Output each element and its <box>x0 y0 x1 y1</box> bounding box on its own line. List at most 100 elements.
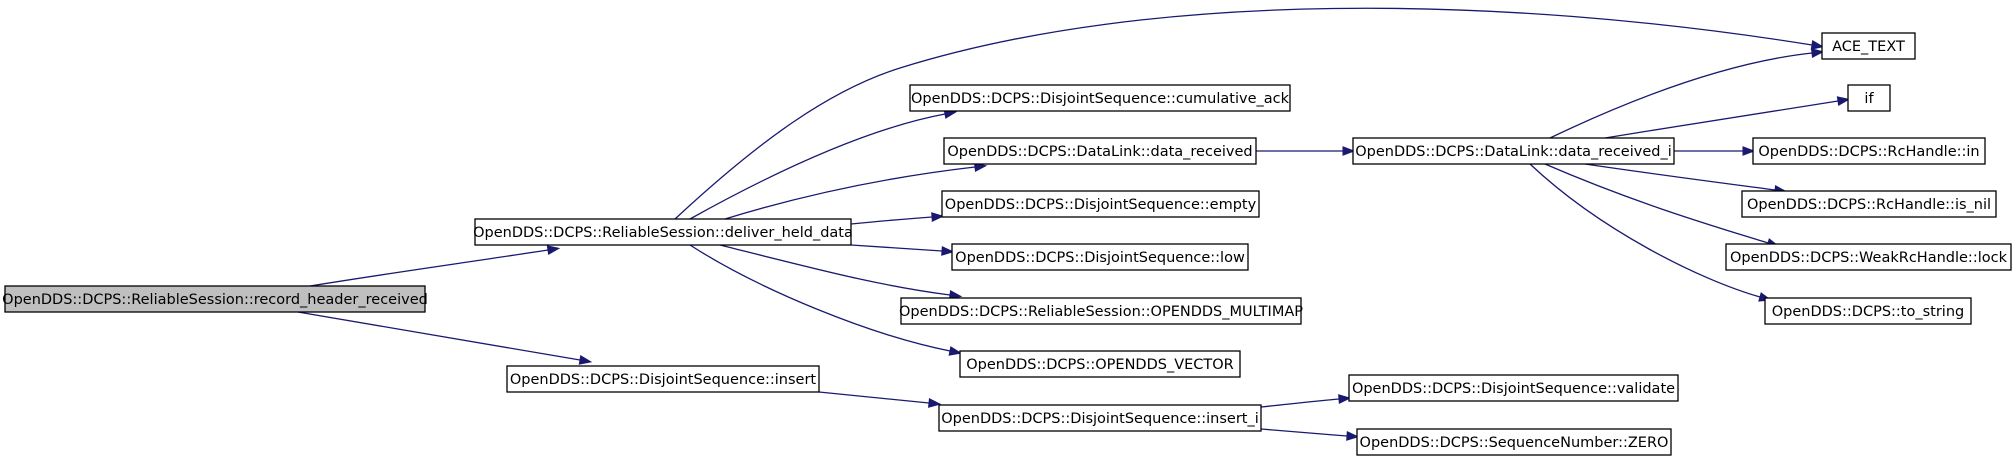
edge-line <box>724 166 976 220</box>
arrowhead-icon <box>1810 48 1825 58</box>
arrowhead-icon <box>1742 146 1756 156</box>
edge-line <box>1584 163 1776 191</box>
edges-layer <box>297 7 1851 441</box>
graph-node[interactable]: OpenDDS::DCPS::DisjointSequence::validat… <box>1348 374 1679 402</box>
edge-line <box>850 216 933 225</box>
node-box <box>1847 84 1891 112</box>
graph-node[interactable]: OpenDDS::DCPS::DisjointSequence::insert <box>506 365 820 393</box>
edge-line <box>719 244 951 296</box>
node-label: OpenDDS::DCPS::to_string <box>1772 304 1964 320</box>
graph-node[interactable]: if <box>1847 84 1891 112</box>
node-label: OpenDDS::DCPS::OPENDDS_VECTOR <box>966 357 1234 373</box>
node-label: OpenDDS::DCPS::DisjointSequence::cumulat… <box>911 91 1290 107</box>
arrowhead-icon <box>931 212 945 222</box>
edge-line <box>818 391 930 404</box>
node-box <box>1356 428 1672 456</box>
graph-node[interactable]: OpenDDS::DCPS::DisjointSequence::low <box>951 243 1249 271</box>
node-label: OpenDDS::DCPS::DisjointSequence::low <box>955 250 1245 266</box>
node-label: OpenDDS::DCPS::DisjointSequence::insert_… <box>941 411 1259 427</box>
nodes-layer: OpenDDS::DCPS::ReliableSession::record_h… <box>2 32 2012 456</box>
graph-node[interactable]: OpenDDS::DCPS::ReliableSession::OPENDDS_… <box>899 297 1303 325</box>
edge-deliver-to-low <box>850 244 955 256</box>
node-box <box>4 285 426 313</box>
edge-line <box>1544 163 1769 244</box>
edge-line <box>689 113 946 220</box>
edge-deliver-to-cumack <box>689 109 958 220</box>
root-node: OpenDDS::DCPS::ReliableSession::record_h… <box>2 285 428 313</box>
graph-node[interactable]: OpenDDS::DCPS::RcHandle::in <box>1752 137 1986 165</box>
arrowhead-icon <box>1346 431 1360 441</box>
node-label: OpenDDS::DCPS::DisjointSequence::empty <box>945 197 1257 213</box>
arrowhead-icon <box>1338 394 1352 404</box>
node-box <box>1764 297 1972 325</box>
edge-datarec_i-to-ace <box>1549 48 1825 139</box>
arrowhead-icon <box>1810 40 1825 50</box>
arrowhead-icon <box>1342 146 1356 156</box>
edge-insert_i-to-validate <box>1260 394 1352 408</box>
graph-node[interactable]: OpenDDS::DCPS::OPENDDS_VECTOR <box>959 350 1241 378</box>
graph-node[interactable]: OpenDDS::DCPS::DataLink::data_received_i <box>1352 137 1675 165</box>
edge-line <box>674 7 1813 220</box>
node-label: OpenDDS::DCPS::RcHandle::in <box>1758 144 1979 160</box>
node-box <box>900 297 1302 325</box>
arrowhead-icon <box>927 398 942 408</box>
node-label: if <box>1864 91 1874 107</box>
node-box <box>506 365 820 393</box>
node-box <box>909 84 1291 112</box>
edge-datarec-to-datarec_i <box>1256 146 1356 156</box>
graph-node[interactable]: OpenDDS::DCPS::DisjointSequence::empty <box>941 190 1260 218</box>
edge-line <box>689 244 951 352</box>
graph-node[interactable]: OpenDDS::DCPS::DisjointSequence::cumulat… <box>909 84 1291 112</box>
edge-deliver-to-empty <box>850 212 945 225</box>
node-box <box>951 243 1249 271</box>
arrowhead-icon <box>1836 96 1851 106</box>
graph-node[interactable]: OpenDDS::DCPS::DataLink::data_received <box>943 137 1257 165</box>
edge-line <box>1549 52 1813 139</box>
edge-line <box>850 244 943 252</box>
node-label: OpenDDS::DCPS::SequenceNumber::ZERO <box>1360 435 1669 451</box>
arrowhead-icon <box>948 346 963 356</box>
node-box <box>1725 243 2012 271</box>
edge-deliver-to-ace <box>674 7 1825 220</box>
edge-datarec_i-to-isnil <box>1584 163 1788 195</box>
edge-root-to-deliver <box>309 245 561 287</box>
edge-datarec_i-to-in <box>1674 146 1756 156</box>
graph-node[interactable]: OpenDDS::DCPS::ReliableSession::deliver_… <box>473 218 853 246</box>
node-label: OpenDDS::DCPS::ReliableSession::OPENDDS_… <box>899 304 1303 320</box>
edge-insert-to-insert_i <box>818 391 942 408</box>
node-box <box>959 350 1241 378</box>
node-label: OpenDDS::DCPS::DataLink::data_received_i <box>1355 144 1672 160</box>
edge-line <box>309 249 549 287</box>
graph-node[interactable]: ACE_TEXT <box>1821 32 1916 60</box>
edge-datarec_i-to-if <box>1604 96 1851 139</box>
node-box <box>938 404 1262 432</box>
edge-root-to-insert <box>297 311 593 365</box>
node-label: OpenDDS::DCPS::ReliableSession::record_h… <box>2 292 428 308</box>
edge-line <box>1260 398 1340 408</box>
arrowhead-icon <box>546 245 561 255</box>
node-box <box>1752 137 1986 165</box>
node-box <box>1741 190 1997 218</box>
edge-line <box>1529 163 1761 298</box>
edge-line <box>1604 100 1839 139</box>
graph-node[interactable]: OpenDDS::DCPS::SequenceNumber::ZERO <box>1356 428 1672 456</box>
graph-node[interactable]: OpenDDS::DCPS::DisjointSequence::insert_… <box>938 404 1262 432</box>
node-label: OpenDDS::DCPS::RcHandle::is_nil <box>1747 197 1991 213</box>
node-box <box>943 137 1257 165</box>
node-box <box>1821 32 1916 60</box>
edge-insert_i-to-zero <box>1260 428 1360 441</box>
edge-deliver-to-vector <box>689 244 963 356</box>
edge-line <box>297 311 581 361</box>
node-box <box>1352 137 1675 165</box>
node-box <box>474 218 852 246</box>
graph-node[interactable]: OpenDDS::DCPS::RcHandle::is_nil <box>1741 190 1997 218</box>
arrowhead-icon <box>578 355 593 365</box>
node-label: OpenDDS::DCPS::WeakRcHandle::lock <box>1730 250 2008 266</box>
graph-node[interactable]: OpenDDS::DCPS::WeakRcHandle::lock <box>1725 243 2012 271</box>
node-label: OpenDDS::DCPS::ReliableSession::deliver_… <box>473 225 853 241</box>
node-box <box>1348 374 1679 402</box>
edge-deliver-to-multimap <box>719 244 963 300</box>
node-label: OpenDDS::DCPS::DisjointSequence::validat… <box>1352 381 1675 397</box>
graph-node[interactable]: OpenDDS::DCPS::to_string <box>1764 297 1972 325</box>
